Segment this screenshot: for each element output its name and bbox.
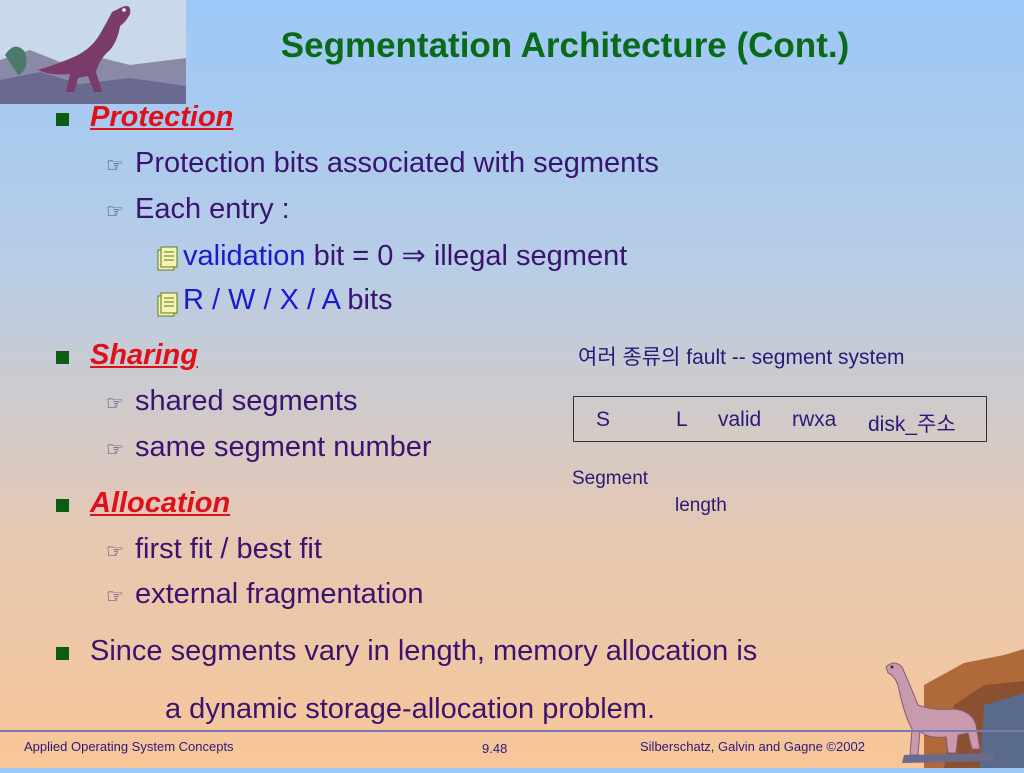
field-s: S [596, 408, 611, 431]
segment-entry-box: S L valid rwxa disk_주소 [573, 396, 987, 442]
square-bullet-icon [56, 351, 69, 364]
validation-bit: bit = 0 [305, 240, 402, 272]
field-disk: disk_주소 [868, 413, 956, 436]
pointing-hand-icon: ☞ [106, 393, 124, 415]
dinosaur-logo [0, 0, 186, 104]
footer-left: Applied Operating System Concepts [24, 739, 234, 754]
footer-page-number: 9.48 [482, 741, 508, 756]
document-stack-icon [156, 244, 180, 277]
rwxa-line: R / W / X / A bits [183, 284, 393, 317]
allocation-item: external fragmentation [135, 578, 424, 610]
pointing-hand-icon: ☞ [106, 586, 124, 608]
field-valid: valid [718, 408, 762, 431]
rwxa-bits: bits [339, 284, 393, 316]
pointing-hand-icon: ☞ [106, 439, 124, 461]
pointing-hand-icon: ☞ [106, 201, 124, 223]
square-bullet-icon [56, 499, 69, 512]
footer-right: Silberschatz, Galvin and Gagne ©2002 [640, 739, 865, 754]
square-bullet-icon [56, 113, 69, 126]
since-line-1: Since segments vary in length, memory al… [90, 635, 758, 667]
sharing-heading: Sharing [90, 339, 198, 371]
illegal-segment: illegal segment [425, 240, 628, 272]
segment-label: Segment [572, 468, 649, 489]
length-label: length [675, 495, 727, 516]
since-line-2: a dynamic storage-allocation problem. [165, 693, 656, 725]
rwxa-term: R / W / X / A [183, 284, 340, 316]
pointing-hand-icon: ☞ [106, 541, 124, 563]
brontosaurus-illustration [884, 645, 1024, 768]
fault-note: 여러 종류의 fault -- segment system [578, 346, 905, 369]
protection-heading: Protection [90, 101, 234, 133]
square-bullet-icon [56, 647, 69, 660]
validation-term: validation [183, 240, 306, 272]
slide-title: Segmentation Architecture (Cont.) [280, 26, 850, 65]
implies-arrow: ⇒ [401, 240, 426, 272]
pointing-hand-icon: ☞ [106, 155, 124, 177]
sharing-item: same segment number [135, 431, 432, 463]
footer-divider [0, 730, 1024, 732]
document-stack-icon [156, 290, 180, 323]
validation-line: validation bit = 0 ⇒ illegal segment [183, 238, 627, 273]
sharing-item: shared segments [135, 385, 358, 417]
field-rwxa: rwxa [792, 408, 837, 431]
protection-item: Protection bits associated with segments [135, 147, 659, 179]
allocation-item: first fit / best fit [135, 533, 322, 565]
field-l: L [676, 408, 688, 431]
protection-item: Each entry : [135, 193, 290, 225]
allocation-heading: Allocation [90, 487, 231, 519]
